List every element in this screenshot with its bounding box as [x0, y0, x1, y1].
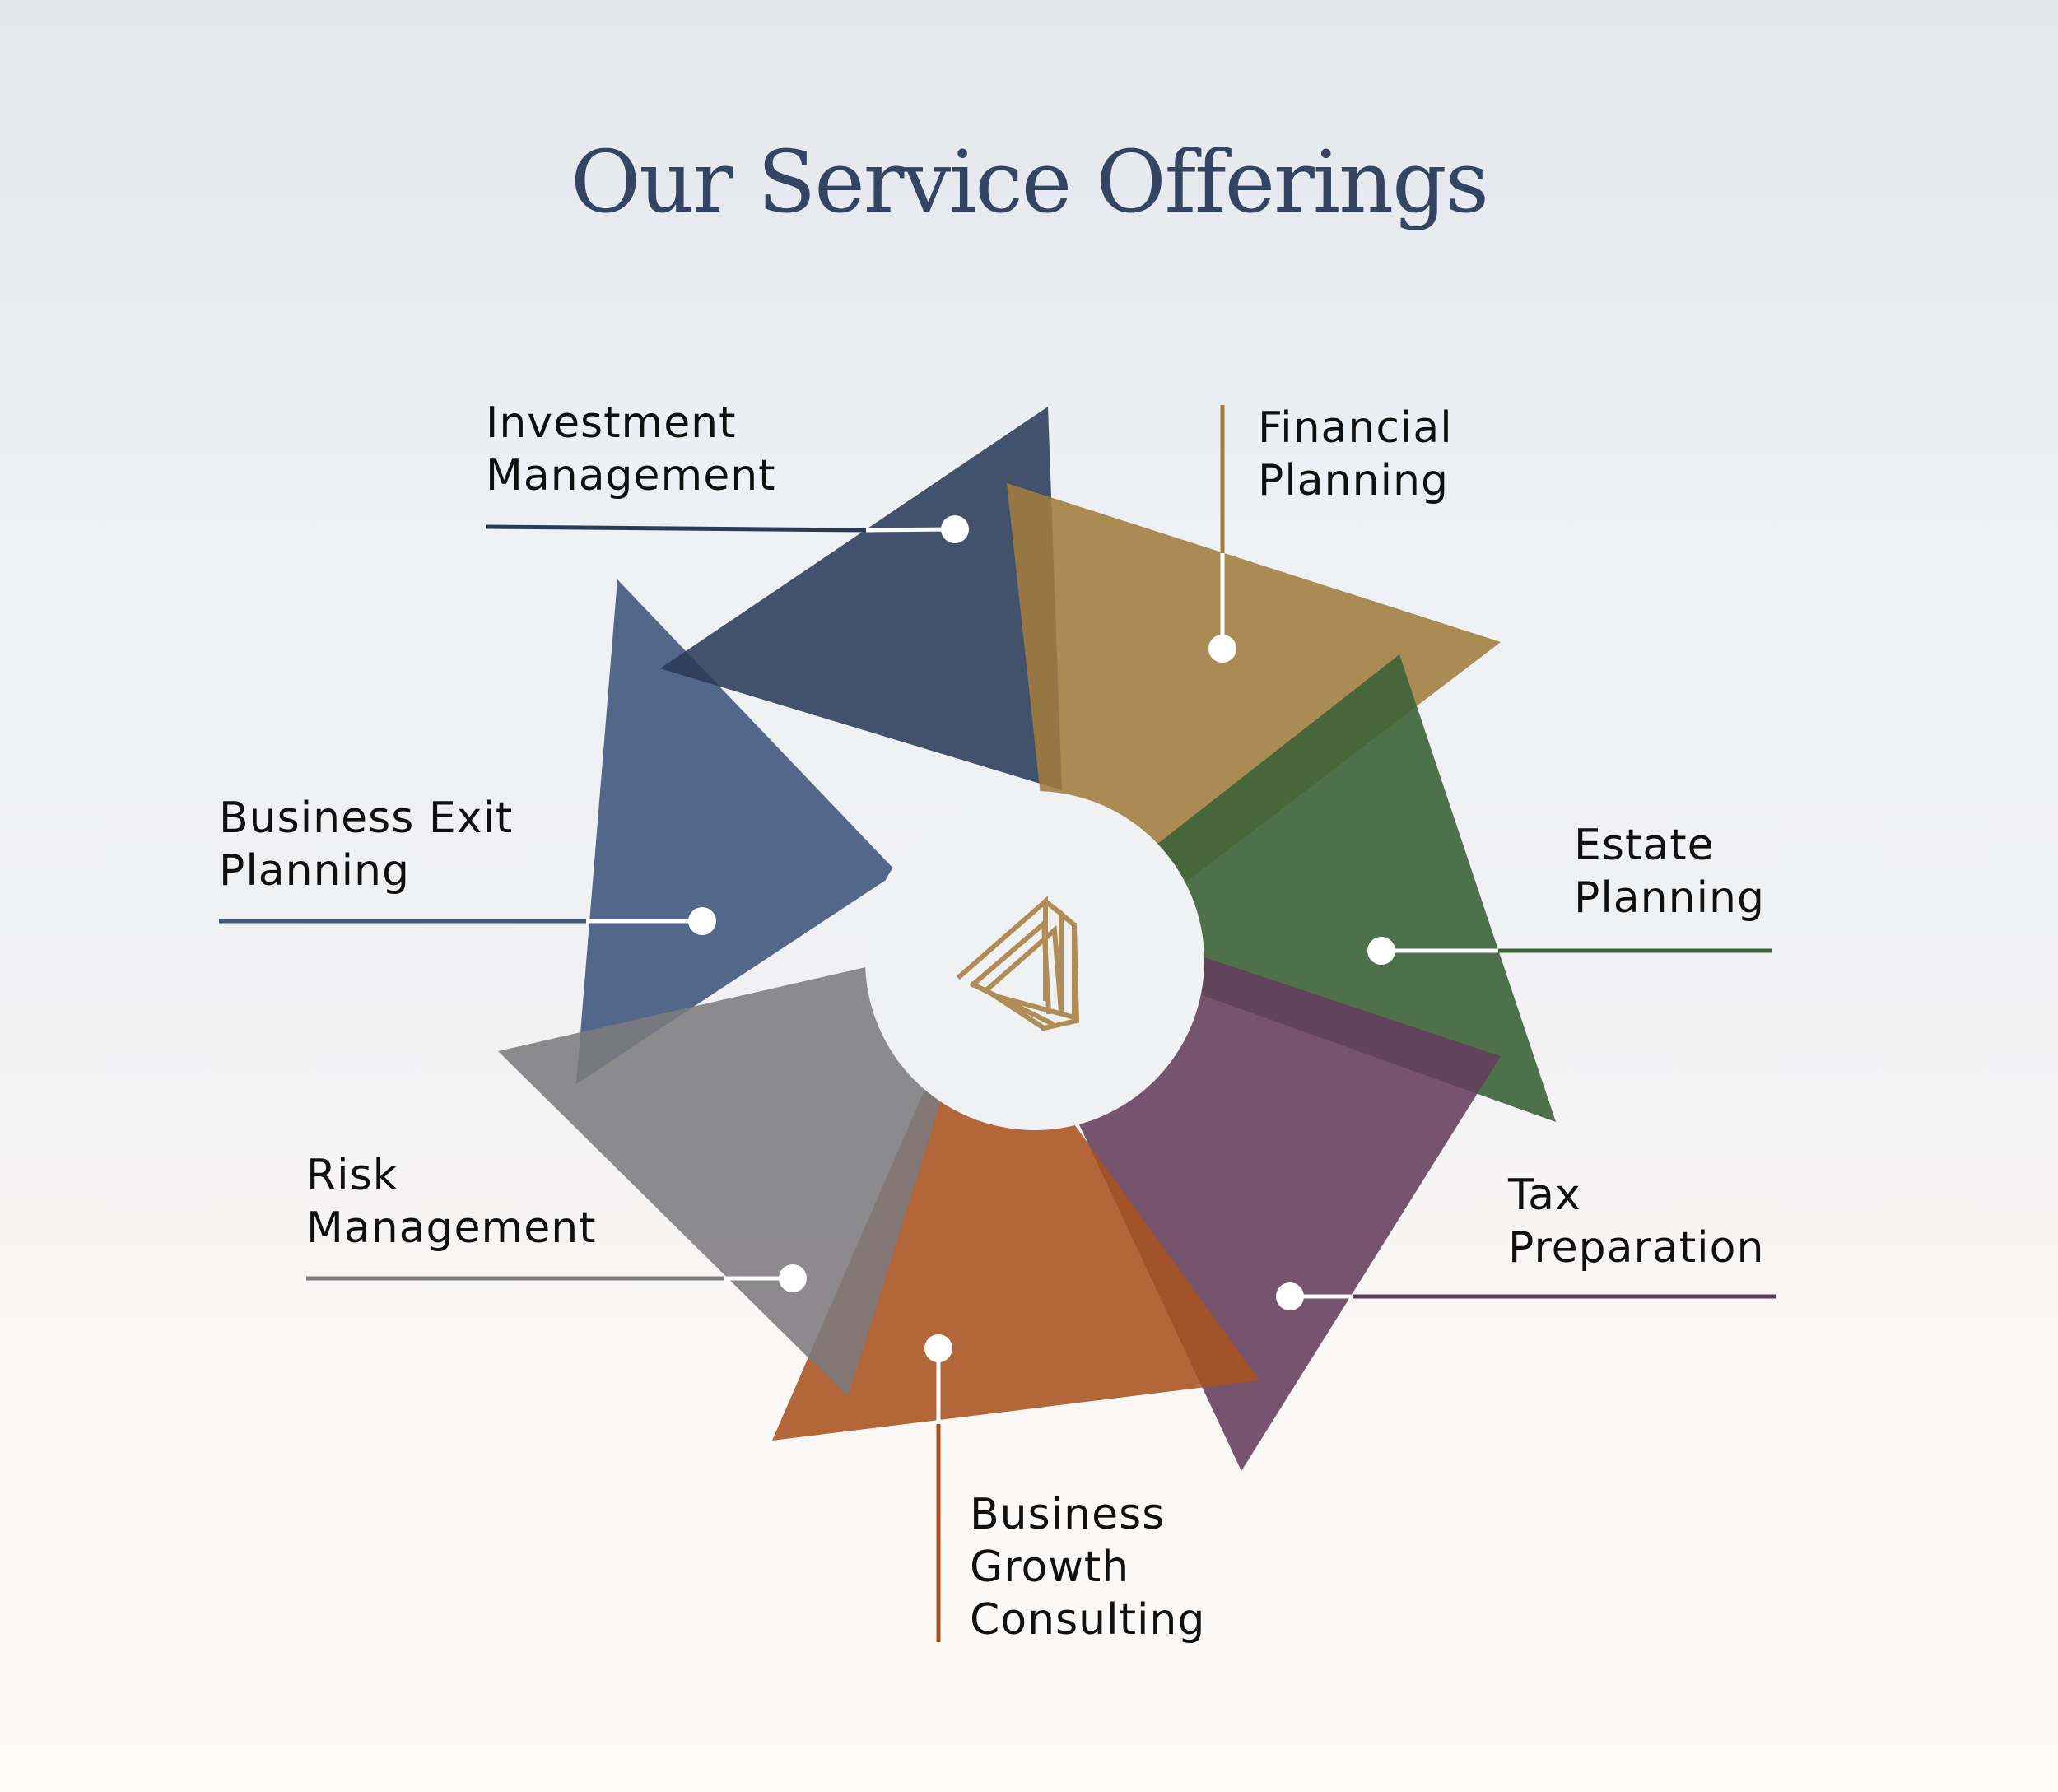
blade-estate-planning[interactable]	[1039, 654, 1556, 1122]
marker-estate-planning[interactable]	[1367, 937, 1395, 965]
blade-shape-business-exit-planning	[576, 579, 897, 1084]
leader-financial-planning	[1208, 405, 1236, 663]
label-risk-management[interactable]: Risk Management	[306, 1149, 597, 1254]
center-disc	[865, 791, 1204, 1130]
leader-investment-management	[485, 515, 969, 543]
blade-shape-business-growth-consulting	[772, 982, 1259, 1441]
label-line: Investment	[486, 398, 737, 448]
marker-tax-preparation[interactable]	[1276, 1282, 1304, 1310]
label-line: Tax	[1508, 1171, 1581, 1220]
marker-business-growth-consulting[interactable]	[924, 1334, 952, 1362]
page-title: Our Service Offerings	[570, 132, 1489, 232]
label-line: Planning	[219, 846, 410, 896]
label-line: Preparation	[1508, 1223, 1765, 1273]
label-line: Management	[486, 451, 776, 500]
blade-business-growth-consulting[interactable]	[772, 982, 1259, 1441]
leader-tax-preparation	[1276, 1282, 1776, 1310]
label-financial-planning[interactable]: Financial Planning	[1258, 402, 1453, 507]
blade-shape-risk-management	[498, 938, 992, 1397]
label-business-growth-consulting[interactable]: Business Growth Consulting	[970, 1488, 1205, 1646]
label-line: Business	[970, 1490, 1166, 1539]
label-line: Estate	[1574, 821, 1715, 870]
leader-business-growth-consulting	[924, 1334, 952, 1642]
label-tax-preparation[interactable]: Tax Preparation	[1508, 1169, 1764, 1274]
leader-estate-planning	[1367, 937, 1772, 965]
label-line: Management	[306, 1203, 597, 1253]
label-estate-planning[interactable]: Estate Planning	[1574, 819, 1765, 924]
blade-business-exit-planning[interactable]	[576, 579, 897, 1084]
label-investment-management[interactable]: Investment Management	[486, 397, 776, 502]
marker-risk-management[interactable]	[779, 1264, 807, 1292]
label-line: Growth	[970, 1543, 1130, 1592]
blade-risk-management[interactable]	[498, 938, 992, 1397]
label-line: Business Exit	[219, 794, 514, 843]
label-line: Consulting	[970, 1595, 1206, 1645]
blade-shape-investment-management	[660, 407, 1062, 790]
label-business-exit-planning[interactable]: Business Exit Planning	[219, 792, 513, 897]
label-line: Planning	[1574, 873, 1765, 923]
triangle-logo-icon	[956, 896, 1080, 1032]
leader-risk-management	[306, 1264, 807, 1292]
label-line: Planning	[1258, 456, 1449, 505]
marker-investment-management[interactable]	[941, 515, 969, 543]
label-line: Financial	[1258, 403, 1453, 453]
label-line: Risk	[306, 1151, 398, 1200]
marker-business-exit-planning[interactable]	[688, 907, 716, 935]
blade-investment-management[interactable]	[660, 407, 1062, 790]
leader-business-exit-planning	[219, 907, 716, 935]
blade-shape-estate-planning	[1039, 654, 1556, 1122]
marker-financial-planning[interactable]	[1208, 635, 1236, 663]
